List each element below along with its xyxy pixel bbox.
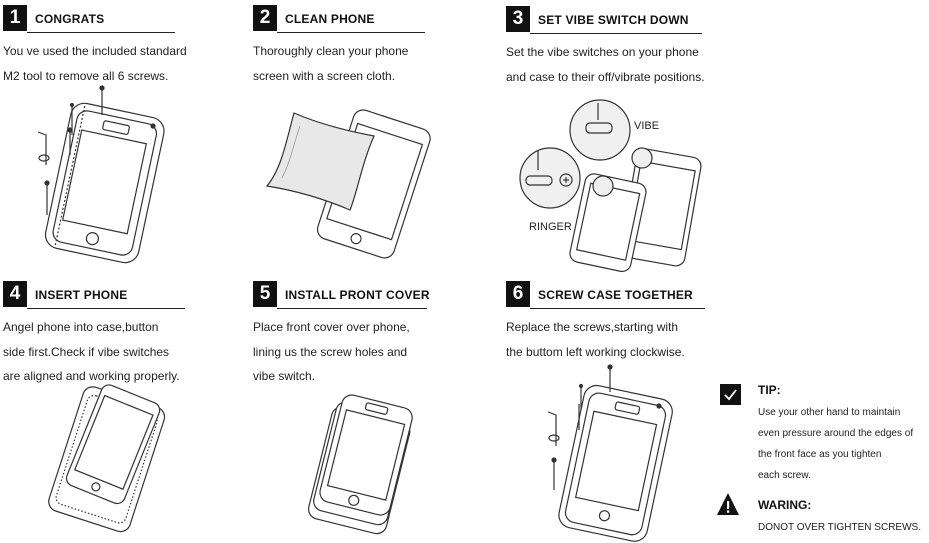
checkmark-icon xyxy=(720,384,741,405)
warning-triangle-icon xyxy=(716,492,740,521)
step-1-case-illustration xyxy=(30,85,170,265)
warning-body: DONOT OVER TIGHTEN SCREWS. xyxy=(758,522,921,533)
step-5-body: Place front cover over phone, lining us … xyxy=(253,315,483,389)
step-2-body: Thoroughly clean your phone screen with … xyxy=(253,39,483,88)
step-6-screw-case-illustration xyxy=(546,362,671,542)
tip-title: TIP: xyxy=(758,383,781,397)
step-4-body: Angel phone into case,button side first.… xyxy=(3,315,233,389)
ringer-callout-label: RINGER xyxy=(529,221,572,233)
step-4-title-rule xyxy=(27,308,185,309)
step-1-number: 1 xyxy=(3,5,27,31)
step-5-title-rule xyxy=(277,308,427,309)
vibe-callout-label: VIBE xyxy=(634,120,659,132)
step-2-cloth-illustration xyxy=(262,108,422,258)
step-3-body: Set the vibe switches on your phone and … xyxy=(506,40,746,89)
step-6-title: SCREW CASE TOGETHER xyxy=(538,288,693,302)
step-4-insert-phone-illustration xyxy=(44,385,174,535)
step-5-front-cover-illustration xyxy=(306,393,416,533)
step-1-body: You ve used the included standard M2 too… xyxy=(3,39,233,88)
step-5-title: INSTALL PRONT COVER xyxy=(285,288,430,302)
step-6-title-rule xyxy=(530,308,705,309)
step-1-title-rule xyxy=(27,32,175,33)
step-3-number: 3 xyxy=(506,6,530,32)
tip-body: Use your other hand to maintain even pre… xyxy=(758,402,929,486)
step-4-title: INSERT PHONE xyxy=(35,288,127,302)
step-2-number: 2 xyxy=(253,5,277,31)
step-2-title-rule xyxy=(277,32,425,33)
step-2-title: CLEAN PHONE xyxy=(285,12,375,26)
step-5-number: 5 xyxy=(253,281,277,307)
step-3-vibe-switch-illustration xyxy=(520,98,705,270)
step-3-title: SET VIBE SWITCH DOWN xyxy=(538,13,689,27)
step-4-number: 4 xyxy=(3,281,27,307)
step-6-number: 6 xyxy=(506,281,530,307)
step-1-title: CONGRATS xyxy=(35,12,104,26)
step-6-body: Replace the screws,starting with the but… xyxy=(506,315,736,364)
step-3-title-rule xyxy=(530,33,702,34)
warning-title: WARING: xyxy=(758,498,811,512)
